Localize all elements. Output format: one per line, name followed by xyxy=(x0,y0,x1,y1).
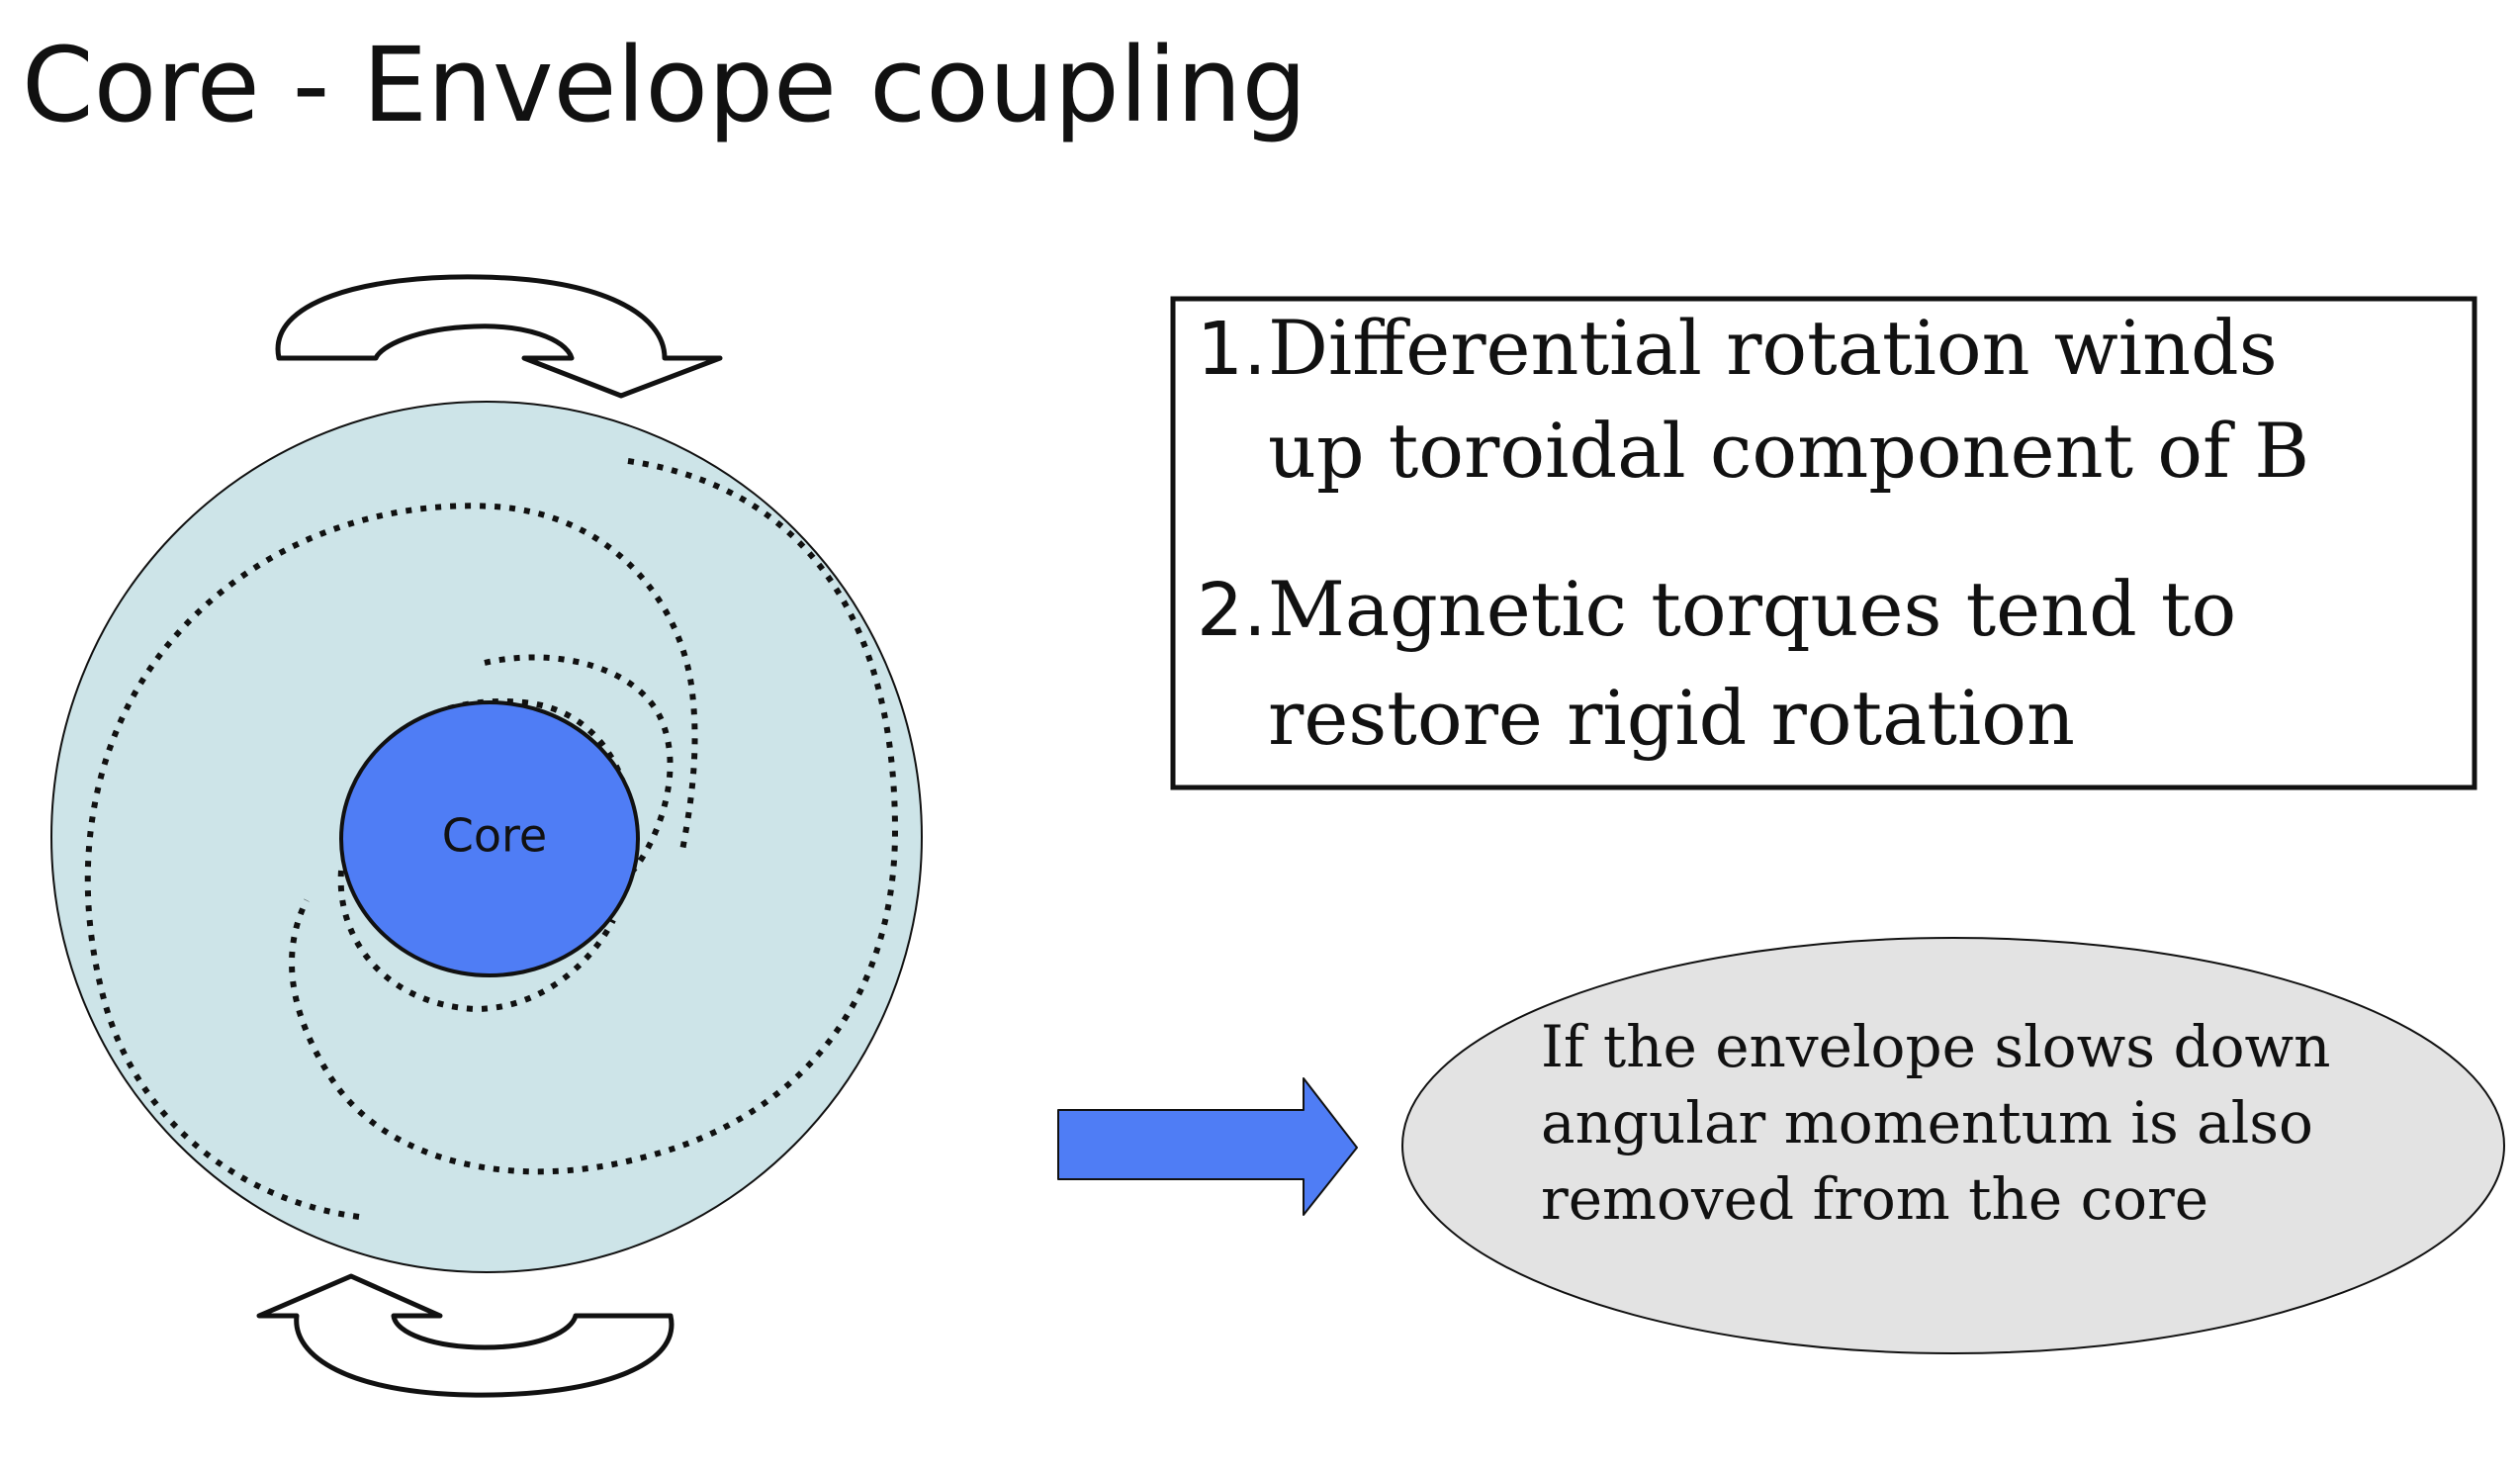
page-title: Core - Envelope coupling xyxy=(22,25,1307,145)
mechanism-list-box xyxy=(1170,296,2477,790)
note-line-1: If the envelope slows down xyxy=(1541,1013,2331,1080)
note-line-2: angular momentum is also xyxy=(1541,1089,2313,1156)
list-item-2-number: 2. xyxy=(1197,568,1267,653)
list-item-2-line1: Magnetic torques tend to xyxy=(1268,565,2236,653)
rotation-arrow-top-icon xyxy=(275,274,723,399)
field-line-inner-top xyxy=(484,654,674,873)
list-item-1-line2: up toroidal component of B xyxy=(1268,407,2309,495)
core-ellipse xyxy=(339,700,640,977)
core-label: Core xyxy=(442,809,547,863)
list-item-2: 2. Magnetic torques tend to restore rigi… xyxy=(1197,565,2236,762)
note-line-3: removed from the core xyxy=(1541,1165,2208,1233)
note-ellipse xyxy=(1401,937,2505,1354)
list-item-1-number: 1. xyxy=(1197,307,1267,392)
field-line-outer-left xyxy=(84,503,698,1220)
list-item-1: 1. Differential rotation winds up toroid… xyxy=(1197,304,2309,495)
field-line-outer-right xyxy=(289,458,899,1175)
list-item-2-line2: restore rigid rotation xyxy=(1268,674,2075,762)
right-arrow-icon xyxy=(1057,1077,1358,1216)
rotation-arrow-bottom-icon xyxy=(256,1273,675,1398)
list-item-1-line1: Differential rotation winds xyxy=(1268,304,2278,392)
